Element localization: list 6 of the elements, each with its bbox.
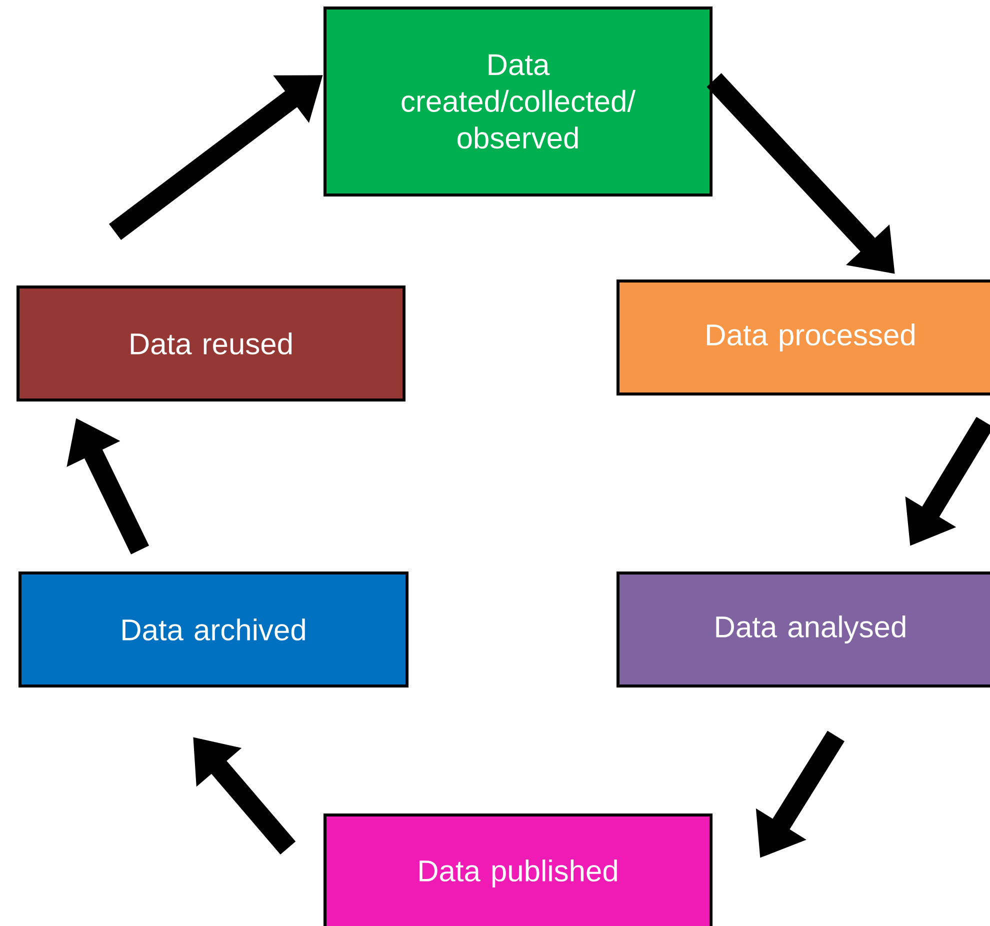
process-box: Data reused (16, 286, 406, 402)
process-box: Data analysed (616, 572, 990, 688)
process-box: Data archived (18, 572, 408, 688)
process-box: Data created/collected/ observed (324, 6, 712, 196)
process-box: Data published (324, 814, 712, 926)
process-box: Data processed (616, 280, 990, 396)
